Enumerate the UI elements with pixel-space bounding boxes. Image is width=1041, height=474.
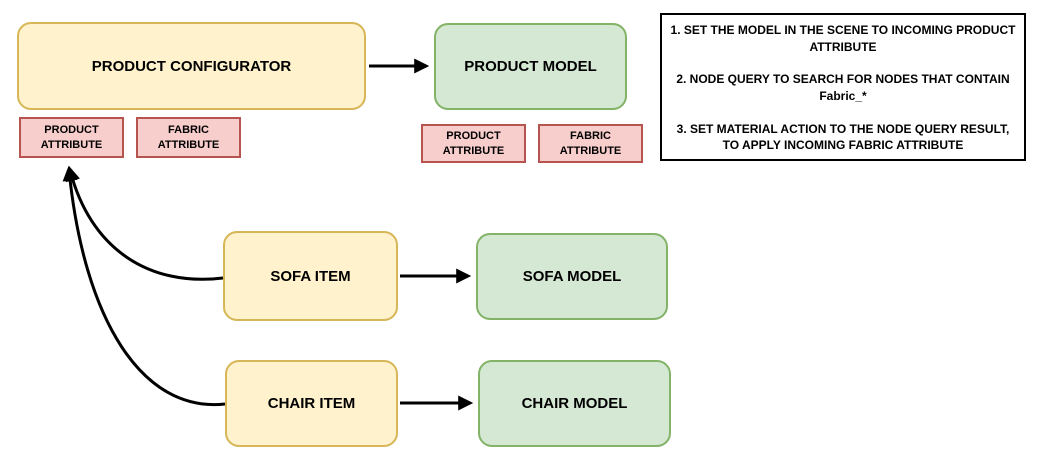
model-product-attribute-chip: PRODUCT ATTRIBUTE bbox=[421, 124, 526, 163]
chair-model-node: CHAIR MODEL bbox=[478, 360, 671, 447]
product-configurator-node: PRODUCT CONFIGURATOR bbox=[17, 22, 366, 110]
instruction-step-2: 2. NODE QUERY TO SEARCH FOR NODES THAT C… bbox=[676, 72, 1010, 103]
instructions-note: 1. SET THE MODEL IN THE SCENE TO INCOMIN… bbox=[660, 13, 1026, 161]
product-model-node: PRODUCT MODEL bbox=[434, 23, 627, 110]
product-model-label: PRODUCT MODEL bbox=[464, 58, 597, 75]
sofa-model-label: SOFA MODEL bbox=[522, 268, 622, 285]
instruction-step-1: 1. SET THE MODEL IN THE SCENE TO INCOMIN… bbox=[670, 23, 1016, 54]
product-configurator-label: PRODUCT CONFIGURATOR bbox=[91, 57, 292, 75]
instruction-step-3: 3. SET MATERIAL ACTION TO THE NODE QUERY… bbox=[676, 121, 1010, 153]
model-fabric-attribute-chip: FABRIC ATTRIBUTE bbox=[538, 124, 643, 163]
chair-item-node: CHAIR ITEM bbox=[225, 360, 398, 447]
arrow-sofa-item-to-product-attribute bbox=[65, 165, 224, 281]
configurator-fabric-attribute-chip: FABRIC ATTRIBUTE bbox=[136, 117, 241, 158]
configurator-product-attribute-chip: PRODUCT ATTRIBUTE bbox=[19, 117, 124, 158]
chair-model-label: CHAIR MODEL bbox=[521, 395, 628, 412]
sofa-item-label: SOFA ITEM bbox=[270, 267, 351, 285]
chair-item-label: CHAIR ITEM bbox=[267, 395, 356, 412]
sofa-item-node: SOFA ITEM bbox=[223, 231, 398, 321]
arrow-chair-item-to-product-attribute bbox=[62, 165, 226, 407]
sofa-model-node: SOFA MODEL bbox=[476, 233, 668, 320]
